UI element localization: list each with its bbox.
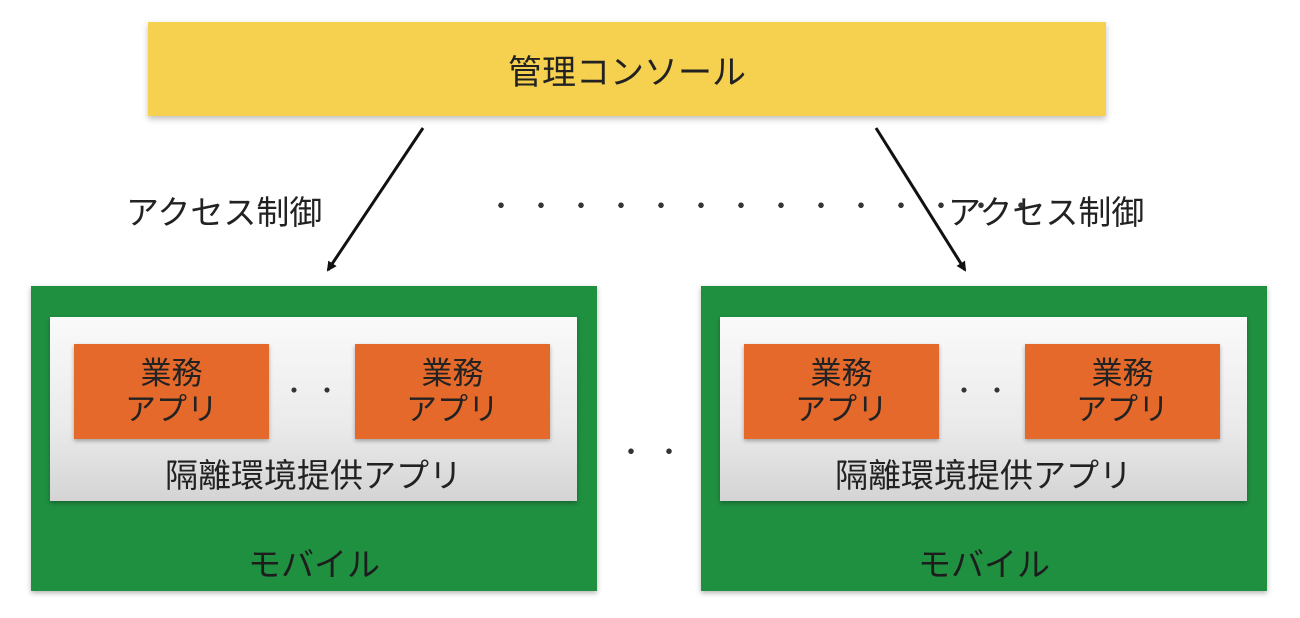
business-app: 業務 アプリ <box>744 344 939 439</box>
mobile-device-2: 業務 アプリ ・・・ 業務 アプリ 隔離環境提供アプリ モバイル <box>701 286 1267 591</box>
management-console: 管理コンソール <box>148 22 1106 116</box>
isolation-app-container: 業務 アプリ ・・・ 業務 アプリ 隔離環境提供アプリ <box>720 317 1247 501</box>
isolation-app-label: 隔離環境提供アプリ <box>835 456 1132 495</box>
access-control-label-right: アクセス制御 <box>948 193 1145 232</box>
business-app-label-line2: アプリ <box>406 391 499 428</box>
mobile-label: モバイル <box>248 545 380 584</box>
business-app-label-line2: アプリ <box>1076 391 1169 428</box>
mobile-label: モバイル <box>918 545 1050 584</box>
business-app-label-line2: アプリ <box>125 391 218 428</box>
business-app: 業務 アプリ <box>1025 344 1220 439</box>
business-app: 業務 アプリ <box>355 344 550 439</box>
business-app-label-line1: 業務 <box>421 355 484 392</box>
business-app-label-line1: 業務 <box>140 355 203 392</box>
isolation-app-label: 隔離環境提供アプリ <box>165 456 462 495</box>
management-console-label: 管理コンソール <box>508 52 746 93</box>
business-app-label-line1: 業務 <box>810 355 873 392</box>
access-control-label-left: アクセス制御 <box>126 193 323 232</box>
access-arrow-left <box>326 127 425 272</box>
isolation-app-container: 業務 アプリ ・・・ 業務 アプリ 隔離環境提供アプリ <box>50 317 577 501</box>
business-app-label-line1: 業務 <box>1091 355 1154 392</box>
business-app-label-line2: アプリ <box>795 391 888 428</box>
mobile-device-1: 業務 アプリ ・・・ 業務 アプリ 隔離環境提供アプリ モバイル <box>31 286 597 591</box>
ellipsis-top: ・・・・・・・・・・・・・・ <box>488 192 1049 222</box>
business-app: 業務 アプリ <box>74 344 269 439</box>
